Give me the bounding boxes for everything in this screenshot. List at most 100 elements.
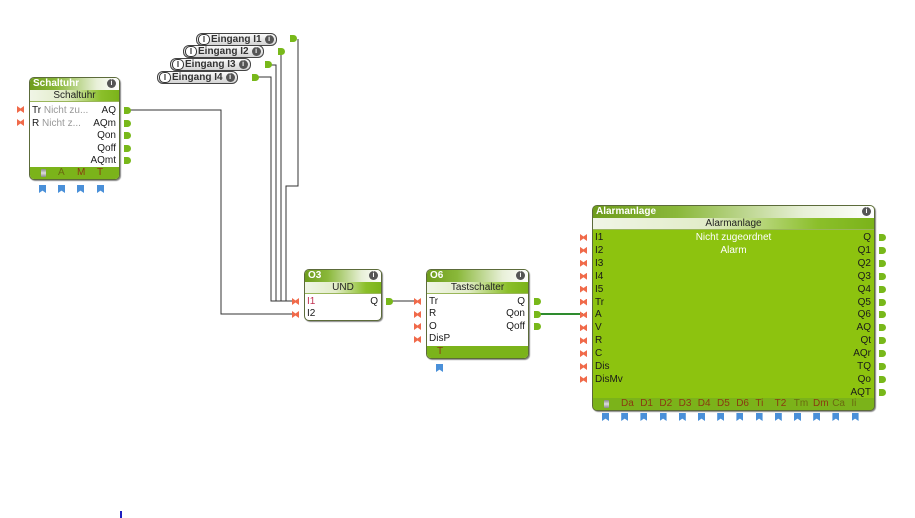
param-flag[interactable] xyxy=(640,413,648,421)
input-pin[interactable] xyxy=(414,323,421,330)
info-icon[interactable]: i xyxy=(107,79,116,88)
input-pin[interactable] xyxy=(580,324,587,332)
param-flag[interactable] xyxy=(621,413,629,421)
param-d2: D2 xyxy=(659,398,673,409)
param-flag[interactable] xyxy=(39,185,46,193)
output-pin[interactable] xyxy=(879,375,886,383)
param-flag[interactable] xyxy=(659,413,667,421)
input-pin[interactable] xyxy=(580,311,587,319)
input-pin[interactable] xyxy=(580,272,587,280)
output-pin[interactable] xyxy=(278,48,285,55)
input-ref-i4[interactable]: I Eingang I4 i xyxy=(157,71,238,84)
output-pin[interactable] xyxy=(124,107,131,114)
output-pin[interactable] xyxy=(879,363,886,370)
input-pin[interactable] xyxy=(580,285,587,293)
param-ii: Ii xyxy=(851,398,857,409)
output-pin[interactable] xyxy=(879,259,886,267)
output-pin[interactable] xyxy=(879,337,886,345)
info-icon[interactable]: i xyxy=(238,60,248,69)
wire-i1-to-o3 xyxy=(285,39,299,302)
output-pin[interactable] xyxy=(124,132,131,139)
input-pin[interactable] xyxy=(580,234,587,241)
input-pin[interactable] xyxy=(580,298,587,306)
input-dismv: DisMv xyxy=(595,373,623,385)
info-icon[interactable]: i xyxy=(225,73,235,82)
param-flag[interactable] xyxy=(58,185,65,193)
param-flag[interactable] xyxy=(755,413,763,421)
param-flag[interactable] xyxy=(698,413,705,421)
input-pin[interactable] xyxy=(580,350,587,358)
param-flag[interactable] xyxy=(717,413,725,421)
input-pin[interactable] xyxy=(292,311,299,318)
param-flag[interactable] xyxy=(678,413,686,421)
param-da: Da xyxy=(621,398,634,409)
output-pin[interactable] xyxy=(534,311,541,318)
input-pin[interactable] xyxy=(580,337,587,345)
output-pin[interactable] xyxy=(879,324,886,332)
param-flag[interactable] xyxy=(813,413,821,421)
info-icon[interactable]: i xyxy=(369,271,378,280)
output-pin[interactable] xyxy=(879,388,886,396)
param-flag[interactable] xyxy=(774,413,782,421)
param-flag[interactable] xyxy=(736,413,744,421)
param-flag[interactable] xyxy=(832,413,840,421)
output-pin[interactable] xyxy=(124,120,131,127)
param-m: M xyxy=(77,167,86,178)
param-flag[interactable] xyxy=(794,413,801,421)
input-pin[interactable] xyxy=(580,259,587,267)
output-aqmt: AQmt xyxy=(90,155,116,166)
input-v: V xyxy=(595,322,602,334)
output-pin[interactable] xyxy=(879,350,886,358)
input-pin[interactable] xyxy=(414,298,421,305)
output-pin[interactable] xyxy=(386,298,393,305)
input-r: R Nicht z... xyxy=(32,118,81,129)
input-tr: Tr xyxy=(595,296,605,308)
input-o: O xyxy=(429,321,437,332)
output-pin[interactable] xyxy=(879,234,886,241)
block-title: Alarmanlage xyxy=(596,206,657,217)
param-flag[interactable] xyxy=(77,185,84,193)
info-icon[interactable]: i xyxy=(516,271,525,280)
input-i1: I1 xyxy=(307,296,316,307)
input-ref-i2[interactable]: I Eingang I2 i xyxy=(183,45,264,58)
input-pin[interactable] xyxy=(580,246,587,254)
input-pin[interactable] xyxy=(414,336,421,343)
input-pin[interactable] xyxy=(580,375,587,383)
output-pin[interactable] xyxy=(879,285,886,293)
output-pin[interactable] xyxy=(124,157,131,164)
input-pin[interactable] xyxy=(292,298,299,305)
info-icon[interactable]: i xyxy=(251,47,261,56)
output-pin[interactable] xyxy=(879,246,886,254)
output-pin[interactable] xyxy=(879,311,886,319)
output-q4: Q4 xyxy=(857,283,871,295)
output-pin[interactable] xyxy=(252,74,259,81)
input-pin[interactable] xyxy=(17,106,24,113)
param-flag[interactable] xyxy=(97,185,104,193)
output-pin[interactable] xyxy=(290,35,297,42)
block-title: O3 xyxy=(308,270,322,281)
input-pin[interactable] xyxy=(580,363,587,370)
param-flag[interactable] xyxy=(851,413,859,421)
output-qt: Qt xyxy=(860,335,871,347)
param-flag[interactable] xyxy=(436,364,443,372)
info-icon[interactable]: i xyxy=(264,35,274,44)
input-a: A xyxy=(595,309,602,321)
output-pin[interactable] xyxy=(265,61,272,68)
output-pin[interactable] xyxy=(879,298,886,306)
input-ref-i3[interactable]: I Eingang I3 i xyxy=(170,58,251,71)
output-q1: Q1 xyxy=(857,244,871,256)
output-pin[interactable] xyxy=(534,323,541,330)
output-pin[interactable] xyxy=(879,272,886,280)
output-qo: Qo xyxy=(857,373,871,385)
input-pin[interactable] xyxy=(414,311,421,318)
output-pin[interactable] xyxy=(534,298,541,305)
info-icon[interactable]: i xyxy=(862,207,871,216)
param-flag[interactable] xyxy=(602,413,609,421)
output-pin[interactable] xyxy=(124,145,131,152)
param-d3: D3 xyxy=(678,398,692,409)
input-pin[interactable] xyxy=(17,119,24,126)
